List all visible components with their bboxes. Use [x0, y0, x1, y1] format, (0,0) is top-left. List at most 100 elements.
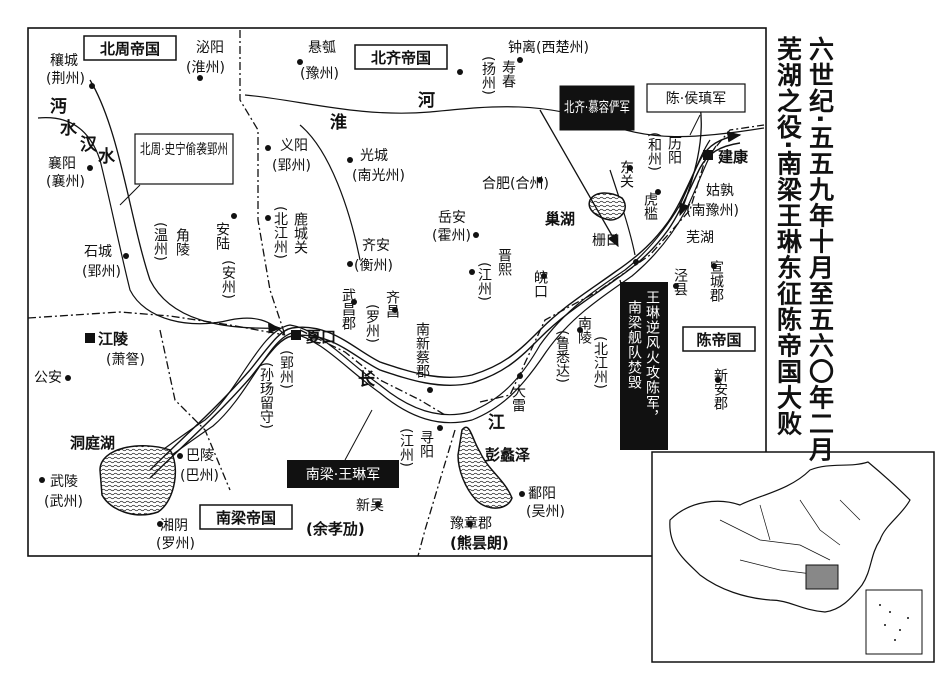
river-chang: 长	[358, 369, 376, 390]
place-sunyang: (孙玚留守)	[258, 362, 274, 429]
capital-jiankang-marker	[703, 150, 713, 160]
place-xiangyin: 湘阴	[160, 518, 188, 534]
place-jiaoling: 角陵	[174, 228, 190, 256]
place-beijiangzhou: (北江州)	[272, 206, 288, 259]
chen-route	[679, 104, 702, 217]
place-biyang: 泌阳	[196, 40, 224, 56]
place-wankou: 皖口	[532, 270, 548, 298]
place-yiyang: 义阳	[280, 138, 308, 154]
place-gushu: 姑孰	[706, 182, 734, 199]
place-wuchangjun: 武昌郡	[340, 288, 356, 330]
place-luozhou-qc: (罗州)	[364, 304, 380, 343]
place-wuling: 武陵	[50, 474, 78, 490]
map-frame	[27, 27, 767, 557]
place-yingzhou-yy: (郢州)	[272, 158, 311, 174]
place-gongan: 公安	[34, 370, 62, 386]
place-beijiangzhou-nl: (北江州)	[592, 336, 608, 389]
title-line-2: 芜湖之役·南梁王琳东征陈帝国大败	[774, 36, 804, 437]
place-yuzhangjun: 豫章郡	[450, 515, 492, 532]
place-yingzhou-xk: (郢州)	[278, 350, 294, 389]
kingdom-north-zhou: 北周帝国	[100, 40, 160, 58]
wanglin-route	[149, 131, 742, 479]
place-xuanchengjun: 宣城郡	[708, 260, 724, 302]
lake-chao-label: 巢湖	[544, 210, 575, 228]
place-luozhou-xy: (罗州)	[156, 536, 195, 552]
place-jingzhou: (荆州)	[46, 71, 85, 87]
kingdom-north-qi: 北齐帝国	[371, 49, 431, 67]
place-poyang: 鄱阳	[528, 486, 556, 502]
place-qian: 齐安	[362, 238, 390, 254]
place-yangzhou: (扬州)	[480, 56, 496, 95]
place-xiong-tanlang: (熊昙朗)	[450, 534, 509, 552]
place-zhakou: 栅口	[592, 233, 620, 249]
place-wenzhou: (温州)	[152, 222, 168, 261]
place-shicheng: 石城	[84, 244, 112, 260]
place-wuzhou: (武州)	[44, 494, 83, 510]
leader-wanglin	[344, 409, 373, 461]
capital-xiakou-marker	[291, 330, 301, 340]
place-qichang: 齐昌	[384, 290, 400, 318]
river-jiang: 江	[488, 413, 505, 433]
place-nanyuzhou: (南豫州)	[686, 203, 739, 219]
leader-zhou	[119, 184, 141, 206]
place-jinxi: 晋熙	[496, 248, 512, 276]
lake-dongting-label: 洞庭湖	[70, 434, 115, 452]
city-dots	[39, 57, 721, 527]
place-dalei: 大雷	[510, 384, 526, 412]
wanglin-note-1: 王琳逆风火攻陈军，	[644, 290, 660, 425]
kingdom-boxes: 北周帝国 北齐帝国 陈帝国 南梁帝国	[83, 35, 756, 530]
place-nanling: 南陵	[576, 316, 592, 344]
inset-highlight-region	[805, 564, 839, 590]
place-yu-xiaoqing: (余孝劢)	[306, 520, 365, 538]
south-china-sea-box	[865, 589, 923, 655]
place-luchengguan: 鹿城关	[292, 211, 308, 254]
place-nanxincaijun: 南新蔡郡	[414, 322, 430, 378]
place-xiaocha: (萧詧)	[106, 352, 145, 368]
place-xinwu: 新吴	[356, 498, 384, 514]
place-yuzhou: (豫州)	[300, 66, 339, 82]
river-huai-1: 淮	[330, 113, 347, 133]
army-north-qi: 北齐·慕容俨军	[564, 99, 630, 116]
place-xiangzhou: (襄州)	[46, 174, 85, 190]
place-hezhou: (和州)	[646, 132, 662, 171]
place-jiangzhou-xy: (江州)	[398, 428, 414, 467]
china-outline	[669, 461, 911, 613]
place-wuzhou-py: (吴州)	[526, 504, 565, 520]
place-liyang: 历阳	[666, 136, 682, 164]
place-jiangzhou-jx: (江州)	[476, 262, 492, 301]
china-internal-borders	[719, 499, 861, 576]
river-mian: 沔	[50, 97, 67, 117]
river-han: 汉	[80, 135, 98, 155]
place-zhongli: 钟离(西楚州)	[508, 39, 589, 56]
place-bazhou: (巴州)	[180, 468, 219, 484]
place-huaizhou: (淮州)	[186, 60, 225, 76]
river-labels: 淮 河 沔 水 汉 水 长 江	[50, 91, 505, 433]
inset-china-map	[651, 451, 935, 663]
north-qi-route	[539, 109, 619, 248]
place-jiangling: 江陵	[98, 330, 129, 348]
place-anzhou: (安州)	[220, 260, 236, 299]
place-xiakou: 夏口	[305, 328, 336, 346]
place-wuhu: 芜湖	[686, 229, 714, 246]
place-xuanhu: 悬瓠	[308, 40, 336, 56]
place-baling: 巴陵	[186, 448, 214, 464]
place-anlu: 安陆	[214, 222, 230, 250]
army-north-zhou: 北周·史宁偷袭郢州	[140, 141, 228, 158]
leader-chen	[689, 114, 701, 136]
place-labels: 穰城 (荆州) 泌阳 (淮州) 悬瓠 (豫州) 钟离(西楚州) 寿春 (扬州) …	[34, 39, 749, 552]
place-huozhou: (霍州)	[432, 228, 471, 244]
place-lu-xida: (鲁悉达)	[554, 330, 570, 383]
army-south-liang: 南梁·王琳军	[306, 467, 380, 483]
place-jingxian: 泾县	[672, 268, 688, 296]
capital-jiangling-marker	[85, 333, 95, 343]
pengli-lake-shape	[457, 426, 513, 509]
river-huai-2: 河	[418, 91, 435, 111]
place-xinanjun: 新安郡	[712, 368, 728, 410]
place-yingzhou-sc: (郢州)	[82, 264, 121, 280]
river-mian-water: 水	[60, 118, 78, 139]
kingdom-chen: 陈帝国	[696, 331, 741, 349]
place-guangcheng: 光城	[360, 148, 388, 164]
kingdom-south-liang: 南梁帝国	[216, 509, 276, 527]
